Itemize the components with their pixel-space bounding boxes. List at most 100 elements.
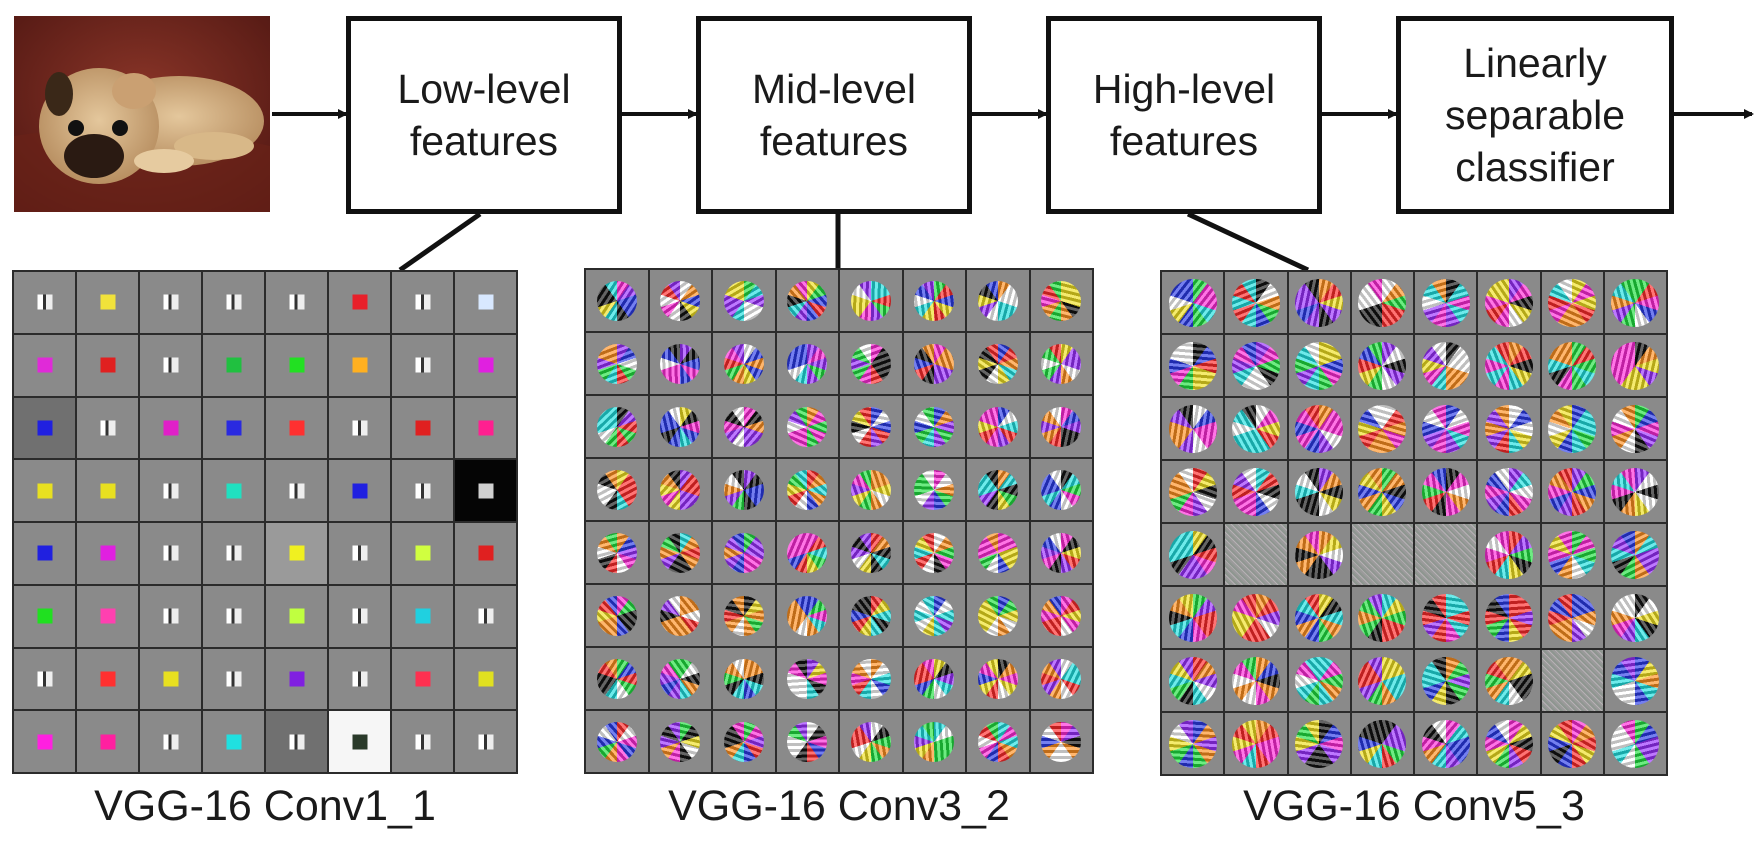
filter-patch bbox=[415, 357, 430, 373]
filter-patch bbox=[723, 406, 764, 447]
filter-patch bbox=[1358, 719, 1407, 768]
conv3-filter-cell bbox=[649, 270, 711, 331]
filter-patch bbox=[37, 294, 52, 310]
filter-patch bbox=[478, 545, 493, 561]
conv3-filter-cell bbox=[903, 459, 965, 520]
conv1-filter-cell bbox=[455, 648, 516, 710]
filter-patch bbox=[415, 734, 430, 750]
filter-patch bbox=[1421, 341, 1470, 390]
filter-patch bbox=[977, 595, 1018, 636]
filter-patch bbox=[1484, 341, 1533, 390]
filter-patch bbox=[596, 595, 637, 636]
filter-patch bbox=[1041, 721, 1082, 762]
stage-classifier-label: Linearly separable classifier bbox=[1444, 40, 1626, 190]
conv3-filter-cell bbox=[840, 648, 902, 709]
filter-patch bbox=[914, 469, 955, 510]
conv5-filter-cell bbox=[1604, 461, 1666, 522]
conv5-filter-cell bbox=[1225, 524, 1287, 585]
filter-patch bbox=[1041, 658, 1082, 699]
conv1-filter-cell bbox=[392, 523, 453, 584]
filter-patch bbox=[37, 608, 52, 624]
conv5-filter-cell bbox=[1541, 461, 1603, 522]
conv1-filter-cell bbox=[455, 334, 516, 396]
conv5-filter-cell bbox=[1415, 524, 1477, 585]
filter-patch bbox=[478, 608, 493, 624]
conv5-filter-cell bbox=[1478, 272, 1540, 333]
filter-patch bbox=[1168, 341, 1217, 390]
filter-patch bbox=[37, 483, 52, 499]
conv5-filter-cell bbox=[1415, 650, 1477, 711]
conv1-filter-cell bbox=[455, 523, 516, 584]
conv1-filter-cell bbox=[77, 334, 138, 396]
filter-patch bbox=[1548, 404, 1597, 453]
filter-patch bbox=[914, 280, 955, 321]
conv1-filter-cell bbox=[266, 648, 327, 710]
filter-patch bbox=[1168, 719, 1217, 768]
filter-patch bbox=[163, 357, 178, 373]
filter-patch bbox=[914, 343, 955, 384]
filter-patch bbox=[100, 671, 115, 687]
filter-patch bbox=[100, 734, 115, 750]
filter-patch bbox=[289, 294, 304, 310]
filter-patch bbox=[723, 721, 764, 762]
conv5-filter-cell bbox=[1604, 335, 1666, 396]
filter-patch bbox=[289, 483, 304, 499]
filter-patch bbox=[289, 357, 304, 373]
conv3-filter-cell bbox=[649, 711, 711, 772]
stage-classifier-box: Linearly separable classifier bbox=[1396, 16, 1674, 214]
conv5-filter-cell bbox=[1162, 398, 1224, 459]
filter-patch bbox=[226, 357, 241, 373]
filter-patch bbox=[352, 420, 367, 436]
filter-patch bbox=[1168, 656, 1217, 705]
conv3-filter-cell bbox=[1030, 459, 1092, 520]
filter-patch bbox=[787, 532, 828, 573]
conv1-filter-cell bbox=[455, 711, 516, 772]
filter-patch bbox=[723, 595, 764, 636]
filter-patch bbox=[787, 469, 828, 510]
filter-patch bbox=[660, 406, 701, 447]
conv3-filter-cell bbox=[776, 396, 838, 457]
filter-patch bbox=[1231, 404, 1280, 453]
filter-patch bbox=[977, 658, 1018, 699]
conv5-filter-cell bbox=[1225, 461, 1287, 522]
conv1-filter-cell bbox=[392, 334, 453, 396]
conv3-filter-cell bbox=[840, 396, 902, 457]
conv3-filter-cell bbox=[776, 270, 838, 331]
conv3-filter-cell bbox=[586, 396, 648, 457]
conv3-filter-cell bbox=[586, 522, 648, 583]
filter-patch bbox=[977, 406, 1018, 447]
filter-patch bbox=[723, 280, 764, 321]
filter-patch bbox=[1548, 278, 1597, 327]
conv1-filter-cell bbox=[266, 397, 327, 459]
filter-patch bbox=[596, 406, 637, 447]
filter-patch bbox=[977, 280, 1018, 321]
filter-patch bbox=[1611, 530, 1660, 579]
conv3-filter-cell bbox=[776, 333, 838, 394]
conv5-filter-cell bbox=[1162, 587, 1224, 648]
conv5-filter-cell bbox=[1162, 650, 1224, 711]
filter-patch bbox=[37, 671, 52, 687]
conv3-filter-cell bbox=[713, 522, 775, 583]
filter-patch bbox=[1611, 278, 1660, 327]
conv5-filter-cell bbox=[1415, 713, 1477, 774]
conv3-filter-cell bbox=[776, 648, 838, 709]
conv3-filter-cell bbox=[967, 270, 1029, 331]
filter-patch bbox=[415, 671, 430, 687]
conv1-filter-cell bbox=[14, 585, 75, 647]
conv5-filter-cell bbox=[1351, 461, 1413, 522]
conv3-filter-cell bbox=[840, 459, 902, 520]
conv5-filter-cell bbox=[1541, 272, 1603, 333]
conv5-filter-cell bbox=[1288, 461, 1350, 522]
filter-patch bbox=[1168, 404, 1217, 453]
conv1-filter-cell bbox=[203, 334, 264, 396]
filter-patch bbox=[1548, 467, 1597, 516]
filter-patch bbox=[1295, 530, 1344, 579]
conv3-filter-cell bbox=[649, 522, 711, 583]
conv5-filter-cell bbox=[1288, 272, 1350, 333]
caption-conv5: VGG-16 Conv5_3 bbox=[1243, 782, 1585, 830]
conv3-filter-cell bbox=[903, 648, 965, 709]
filter-patch bbox=[1358, 341, 1407, 390]
filter-patch bbox=[914, 532, 955, 573]
conv5-filter-cell bbox=[1415, 272, 1477, 333]
filter-patch bbox=[226, 420, 241, 436]
